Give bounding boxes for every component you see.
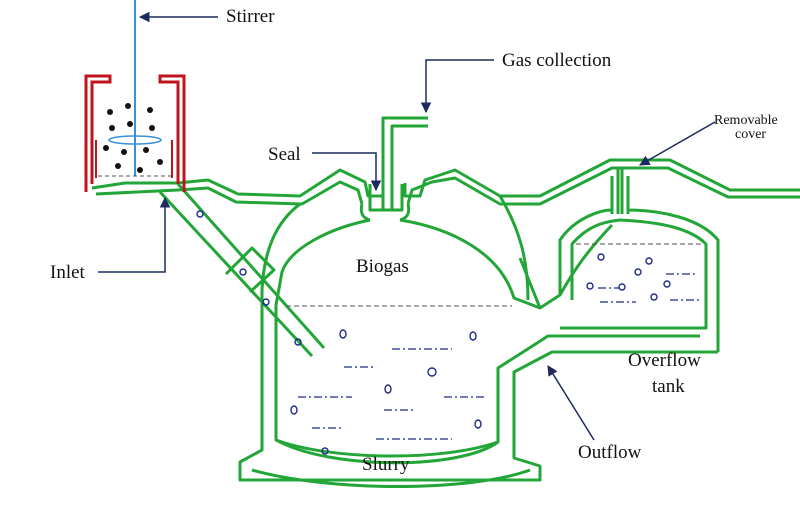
inlet-funnel — [84, 74, 186, 192]
stirrer-label: Stirrer — [226, 6, 275, 27]
seal-label: Seal — [268, 144, 301, 165]
slurry-level-lines — [286, 243, 702, 307]
outflow-pointer — [547, 365, 595, 441]
ground-surface — [91, 158, 800, 198]
gas-pipe — [381, 116, 428, 210]
digester-dome-outer — [238, 202, 718, 482]
overflow-tank-label-line2: tank — [652, 376, 685, 397]
overflow-tank-outer — [558, 176, 720, 352]
gas-bubbles — [196, 210, 671, 455]
pointer-arrows — [98, 11, 716, 441]
inlet-label: Inlet — [50, 262, 86, 283]
digester-floor — [251, 438, 531, 488]
slurry-label: Slurry — [362, 454, 410, 475]
removable-cover-label-line1: Removable — [714, 113, 778, 128]
removable-cover-label-line2: cover — [735, 127, 766, 142]
biogas-label: Biogas — [356, 256, 409, 277]
outflow-label: Outflow — [578, 442, 642, 463]
inlet-pointer — [98, 196, 171, 273]
gas-collection-pointer — [420, 59, 494, 114]
seal-pointer — [312, 152, 382, 192]
gas-collection-label: Gas collection — [502, 50, 612, 71]
overflow-tank-inner — [560, 218, 708, 330]
feed-particles — [103, 103, 163, 173]
dome-right-wall — [399, 218, 614, 310]
digester-structure — [91, 116, 800, 488]
seal-channel — [368, 184, 404, 212]
digester-dome-inner — [274, 218, 700, 458]
stirrer — [108, 0, 162, 176]
inlet-pipe — [158, 183, 326, 358]
dome-right-wall-inner — [498, 195, 530, 301]
removable-cover-pointer — [639, 121, 716, 166]
tank-cover-neck — [610, 168, 630, 214]
slurry-texture — [298, 273, 700, 440]
overflow-tank-label-line1: Overflow — [628, 350, 701, 371]
